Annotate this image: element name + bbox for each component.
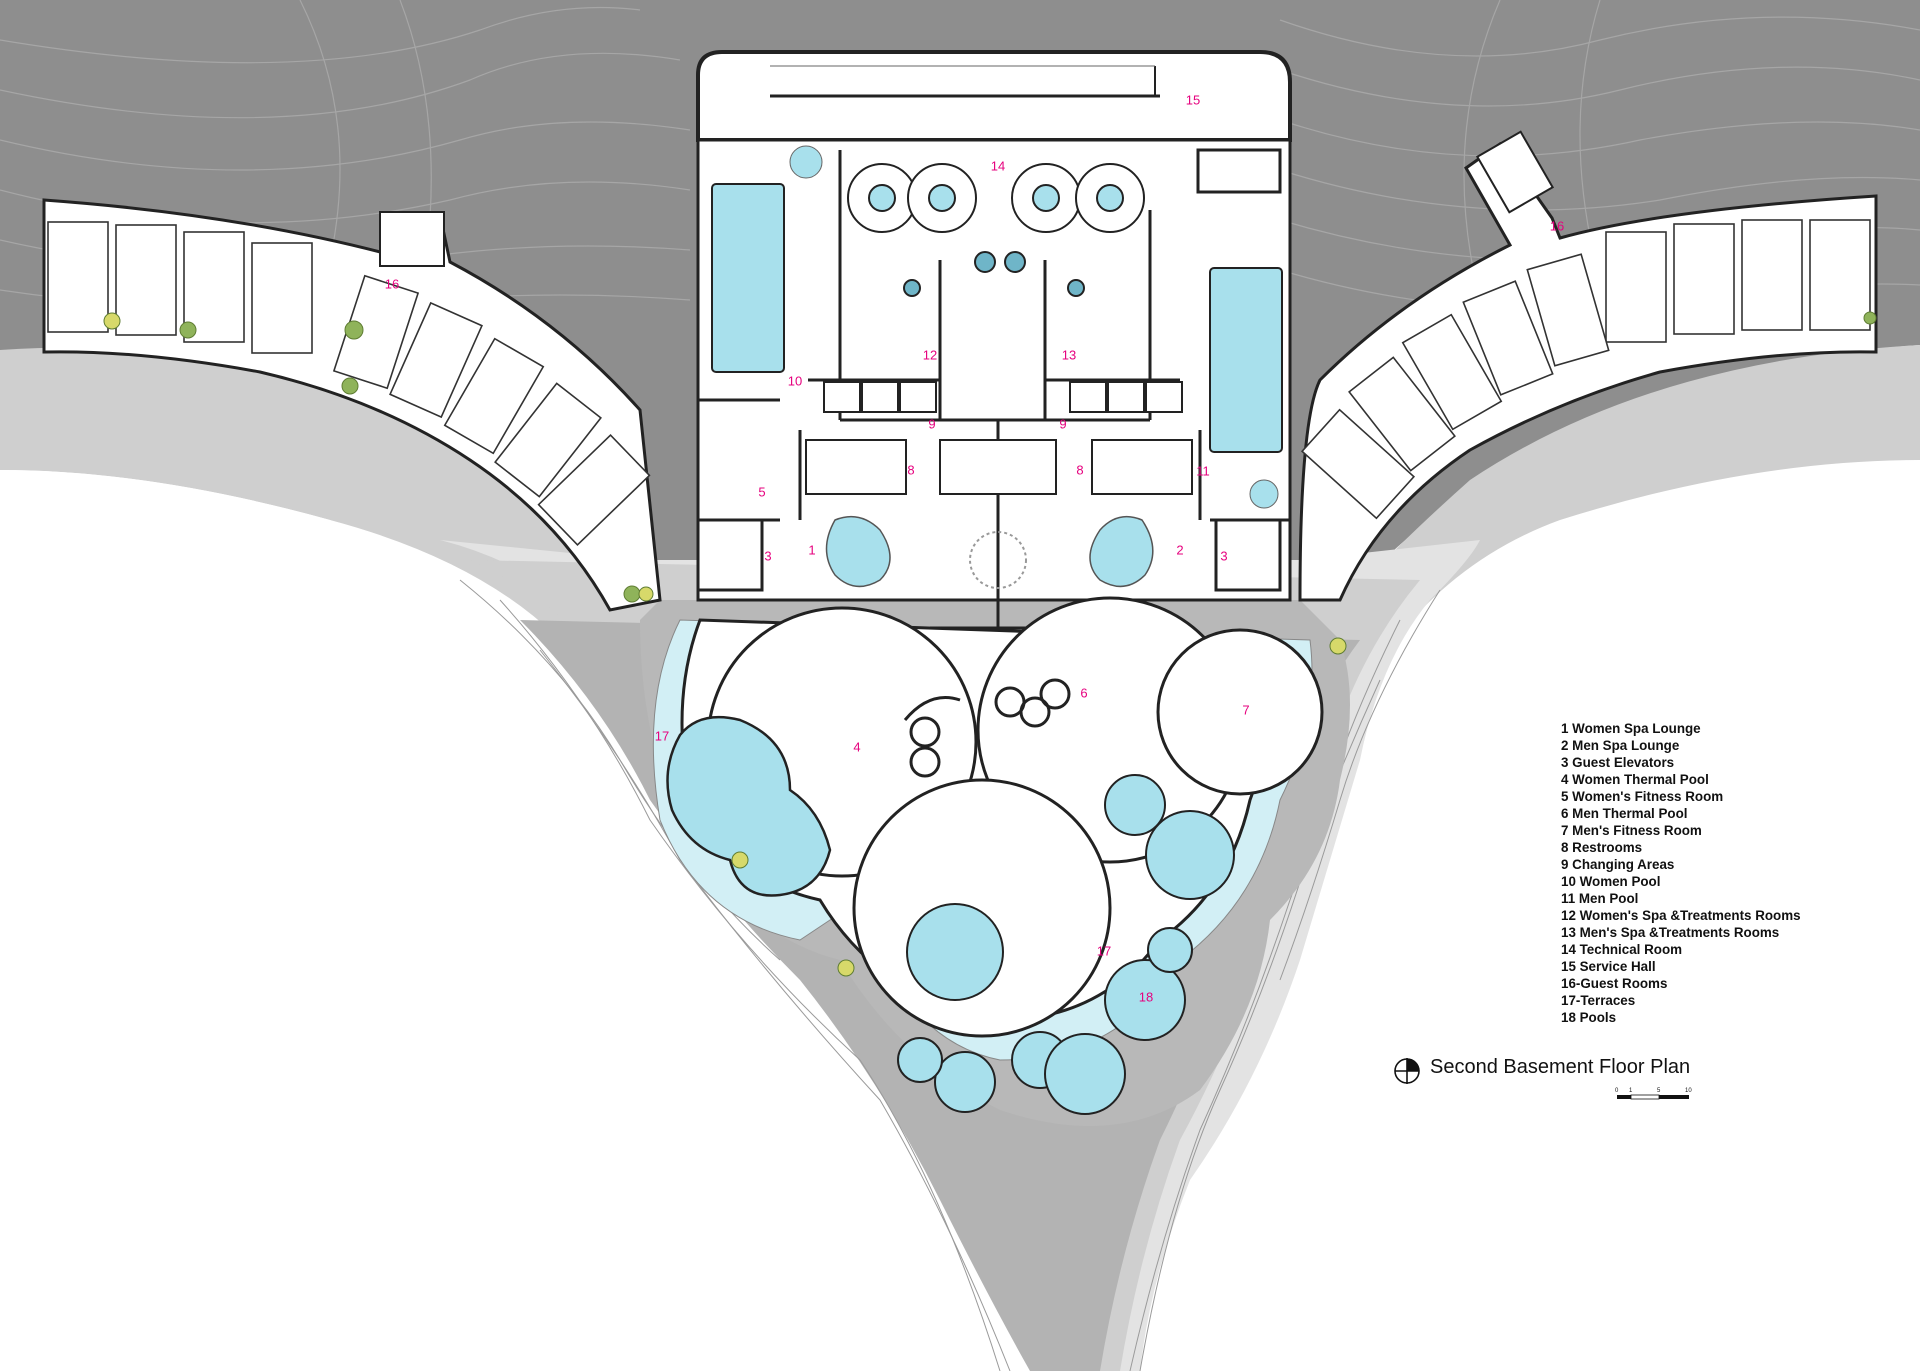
north-arrow-icon	[1394, 1058, 1420, 1084]
technical-room-tanks	[847, 163, 1145, 297]
terraces	[652, 596, 1324, 1115]
men-spa-lounge-pool	[1089, 515, 1154, 588]
left-white-ground	[0, 470, 440, 600]
right-guest-wing	[1298, 130, 1878, 602]
legend-item: 15 Service Hall	[1561, 959, 1656, 974]
right-slope	[1330, 345, 1920, 660]
legend-item: 18 Pools	[1561, 1010, 1617, 1025]
guest-elevators-left	[696, 518, 764, 592]
room-number: 4	[853, 739, 860, 754]
legend-item: 1 Women Spa Lounge	[1561, 721, 1701, 736]
women-thermal-pool	[666, 715, 832, 897]
scale-bar-icon: 0 1 5 10	[1615, 1088, 1692, 1100]
legend-item: 10 Women Pool	[1561, 874, 1661, 889]
legend-item: 4 Women Thermal Pool	[1561, 772, 1709, 787]
legend-item: 12 Women's Spa &Treatments Rooms	[1561, 908, 1801, 923]
room-number: 8	[907, 462, 914, 477]
terrace-pool-18	[1104, 959, 1186, 1041]
scale-label: 1	[1629, 1088, 1633, 1094]
legend-item: 7 Men's Fitness Room	[1561, 823, 1702, 838]
legend-item: 5 Women's Fitness Room	[1561, 789, 1724, 804]
legend-item: 17-Terraces	[1561, 993, 1636, 1008]
room-numbers: 1 2 3 3 4 5 6 7 8 8 9 9 10 11 12 13 14 1…	[385, 92, 1564, 1004]
room-number: 16	[385, 276, 399, 291]
legend-item: 8 Restrooms	[1561, 840, 1643, 855]
room-number: 1	[808, 542, 815, 557]
legend-item: 14 Technical Room	[1561, 942, 1683, 957]
trees	[103, 311, 1877, 977]
central-hall	[852, 778, 1112, 1038]
title-block: Second Basement Floor Plan 0 1 5 10	[1393, 1052, 1753, 1112]
scale-label: 5	[1657, 1088, 1661, 1094]
room-number: 13	[1062, 347, 1076, 362]
scale-label: 10	[1685, 1088, 1692, 1094]
left-guest-wing	[42, 198, 662, 612]
room-number: 8	[1076, 462, 1083, 477]
room-number: 3	[1220, 548, 1227, 563]
room-number: 15	[1186, 92, 1200, 107]
room-number: 2	[1176, 542, 1183, 557]
men-pool	[1209, 267, 1283, 453]
cabins	[805, 381, 1193, 495]
room-number: 16	[1550, 218, 1564, 233]
plan-title: Second Basement Floor Plan	[1430, 1056, 1691, 1078]
mens-fitness-room	[1156, 628, 1324, 796]
room-number: 3	[764, 548, 771, 563]
room-number: 7	[1242, 702, 1249, 717]
spa-block	[696, 138, 1292, 602]
room-number: 17	[1097, 943, 1111, 958]
women-pool	[711, 183, 785, 373]
room-number: 17	[655, 728, 669, 743]
legend-item: 6 Men Thermal Pool	[1561, 806, 1688, 821]
room-number: 6	[1080, 685, 1087, 700]
scale-label: 0	[1615, 1088, 1619, 1094]
legend-item: 3 Guest Elevators	[1561, 755, 1675, 770]
legend-item: 9 Changing Areas	[1561, 857, 1675, 872]
central-pool	[906, 903, 1004, 1001]
right-white-ground	[1480, 460, 1920, 600]
room-number: 5	[758, 484, 765, 499]
main-building	[696, 50, 1292, 640]
room-number: 10	[788, 373, 802, 388]
room-number: 9	[928, 416, 935, 431]
guest-elevators-right	[1214, 518, 1282, 592]
women-spa-lounge-pool	[825, 515, 891, 588]
room-number: 9	[1059, 416, 1066, 431]
legend-item: 13 Men's Spa &Treatments Rooms	[1561, 925, 1780, 940]
left-slope	[0, 347, 640, 640]
legend-item: 2 Men Spa Lounge	[1561, 738, 1680, 753]
room-number: 11	[1196, 463, 1210, 478]
legend-item: 11 Men Pool	[1561, 891, 1639, 906]
room-number: 14	[991, 158, 1005, 173]
room-number: 12	[923, 347, 937, 362]
legend: 1 Women Spa Lounge 2 Men Spa Lounge 3 Gu…	[1561, 720, 1881, 1026]
legend-item: 16-Guest Rooms	[1561, 976, 1668, 991]
room-number: 18	[1139, 989, 1153, 1004]
